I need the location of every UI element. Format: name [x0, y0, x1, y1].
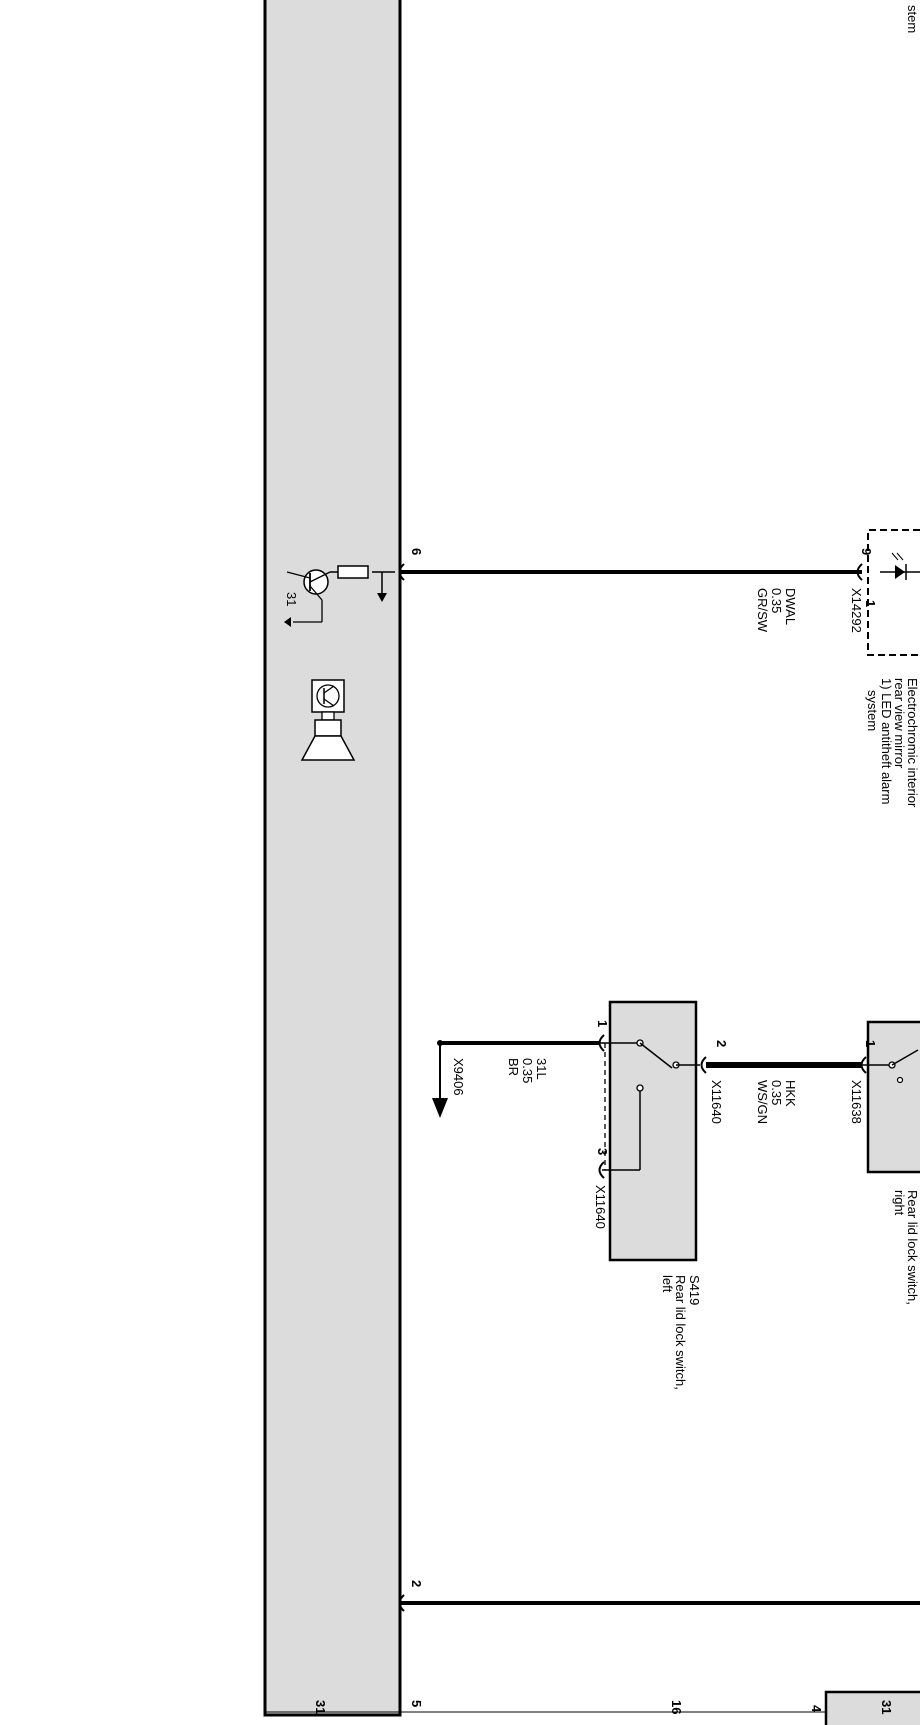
switch-left-pin-2: 2 — [714, 1040, 729, 1047]
mirror-desc-3: 1) LED antitheft alarm — [879, 678, 894, 804]
wire-hkk-name: HKK — [783, 1080, 798, 1107]
switch-left-desc-1: Rear lid lock switch, — [673, 1275, 688, 1390]
bottom-label-31-left: 31 — [313, 1700, 328, 1714]
switch-right-contacts — [862, 1049, 919, 1084]
switch-left-pin-1: 1 — [595, 1020, 610, 1027]
switch-right-body — [866, 1020, 920, 1174]
cu-pin-2: 2 — [409, 1580, 424, 1587]
switch-left-desc-2: left — [660, 1275, 675, 1293]
switch-left-connector-a: X11640 — [709, 1080, 724, 1124]
top-right-fragment: stem — [905, 5, 920, 33]
bottom-label-5: 5 — [409, 1700, 424, 1707]
switch-right-connector: X11638 — [849, 1080, 864, 1124]
bottom-right-box-fragment — [824, 1690, 920, 1725]
wire-31l-color: BR — [506, 1058, 521, 1076]
alarm-horn-icon — [300, 679, 356, 761]
wire-hkk-color: WS/GN — [755, 1080, 770, 1124]
wire-31l-name: 31L — [534, 1058, 549, 1080]
switch-left-pin2-socket — [700, 1056, 707, 1074]
pin-2-socket — [398, 1594, 405, 1612]
switch-left-id: S419 — [687, 1275, 702, 1305]
switch-right-pin-1: 1 — [863, 1040, 878, 1047]
bottom-label-16: 16 — [669, 1700, 684, 1714]
transistor-circuit — [284, 565, 395, 627]
switch-left-body — [608, 1000, 698, 1262]
wire-dwal-color: GR/SW — [755, 588, 770, 633]
led-icon — [880, 552, 920, 580]
mirror-desc-1: Electrochromic interior — [905, 678, 920, 808]
mirror-connector: X14292 — [849, 588, 864, 633]
mirror-pin-9: 9 — [859, 548, 874, 555]
wire-dwal-name: DWAL — [783, 588, 798, 625]
wire-31l-size: 0.35 — [520, 1058, 535, 1083]
mirror-desc-4: system — [865, 690, 880, 731]
ground-label-31: 31 — [284, 592, 299, 606]
pin-6-socket — [398, 563, 405, 581]
pin-9-socket — [856, 563, 863, 581]
mirror-component-box — [867, 529, 920, 656]
wire-hkk-size: 0.35 — [769, 1080, 784, 1105]
switch-right-pin1-socket — [860, 1056, 867, 1074]
switch-left-pin3-socket — [598, 1161, 605, 1179]
wire-dwal-size: 0.35 — [769, 588, 784, 613]
switch-right-desc-1: Rear lid lock switch, — [905, 1190, 920, 1305]
switch-left-connector-b: X11640 — [593, 1185, 608, 1229]
wire-31l-connector: X9406 — [451, 1058, 466, 1096]
cu-pin-6: 6 — [409, 548, 424, 555]
switch-left-pin-3: 3 — [595, 1148, 610, 1155]
mirror-pin-1: 1 — [863, 600, 878, 607]
mirror-desc-2: rear view mirror — [892, 678, 907, 769]
switch-right-desc-2: right — [892, 1190, 907, 1216]
bottom-label-31-right: 31 — [879, 1700, 894, 1714]
control-unit-body — [263, 0, 402, 1717]
switch-left-contacts — [600, 1039, 700, 1171]
bottom-label-4: 4 — [809, 1705, 824, 1713]
ground-arrow-icon — [432, 1098, 448, 1118]
